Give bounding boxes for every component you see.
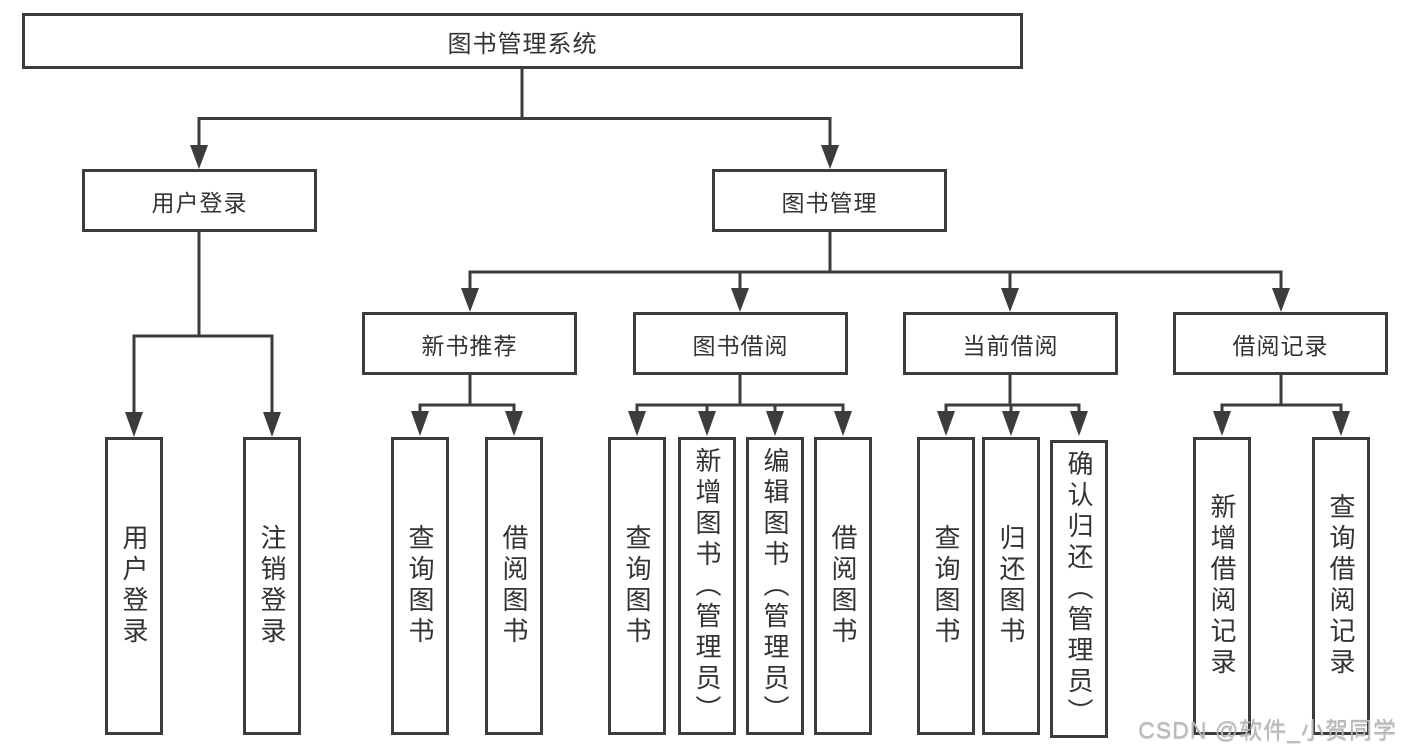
node-root: 图书管理系统 (22, 13, 1023, 69)
node-leaf-query-books-current: 查询图书 (917, 437, 975, 735)
node-label: 图书管理 (781, 189, 878, 216)
node-leaf-user-login: 用户登录 (105, 437, 163, 735)
node-label: 查询图书 (931, 524, 961, 648)
node-label: 确认归还（管理员） (1064, 449, 1094, 729)
node-leaf-query-books-recommend: 查询图书 (391, 437, 449, 735)
node-label: 归还图书 (996, 524, 1026, 648)
node-label: 新增借阅记录 (1207, 493, 1237, 679)
node-label: 新书推荐 (421, 332, 518, 359)
node-leaf-logout: 注销登录 (243, 437, 301, 735)
node-label: 查询图书 (622, 524, 652, 648)
node-leaf-add-borrow-record: 新增借阅记录 (1193, 437, 1251, 735)
node-label: 当前借阅 (962, 332, 1059, 359)
node-leaf-query-books-borrow: 查询图书 (608, 437, 666, 735)
node-borrow-records: 借阅记录 (1173, 312, 1388, 375)
node-label: 查询图书 (405, 524, 435, 648)
node-current-borrow: 当前借阅 (903, 312, 1118, 375)
node-leaf-borrow-books-recommend: 借阅图书 (485, 437, 543, 735)
node-leaf-query-borrow-record: 查询借阅记录 (1312, 437, 1370, 735)
node-label: 借阅记录 (1232, 332, 1329, 359)
node-leaf-return-books: 归还图书 (982, 437, 1040, 735)
node-label: 查询借阅记录 (1326, 493, 1356, 679)
node-leaf-add-books-admin: 新增图书（管理员） (678, 437, 736, 735)
node-label: 图书管理系统 (447, 30, 598, 58)
node-label: 注销登录 (257, 524, 287, 648)
node-book-management: 图书管理 (712, 169, 947, 232)
node-leaf-edit-books-admin: 编辑图书（管理员） (746, 437, 804, 735)
node-label: 编辑图书（管理员） (760, 446, 790, 726)
node-label: 用户登录 (119, 524, 149, 648)
node-label: 图书借阅 (692, 332, 789, 359)
watermark: CSDN @软件_小贺同学 (1138, 717, 1397, 743)
node-label: 借阅图书 (828, 524, 858, 648)
node-leaf-borrow-books: 借阅图书 (814, 437, 872, 735)
node-label: 新增图书（管理员） (692, 446, 722, 726)
node-new-book-recommend: 新书推荐 (362, 312, 577, 375)
node-label: 用户登录 (151, 189, 248, 216)
node-label: 借阅图书 (499, 524, 529, 648)
node-leaf-confirm-return-admin: 确认归还（管理员） (1050, 440, 1108, 738)
node-user-login: 用户登录 (82, 169, 317, 232)
node-book-borrow: 图书借阅 (633, 312, 848, 375)
